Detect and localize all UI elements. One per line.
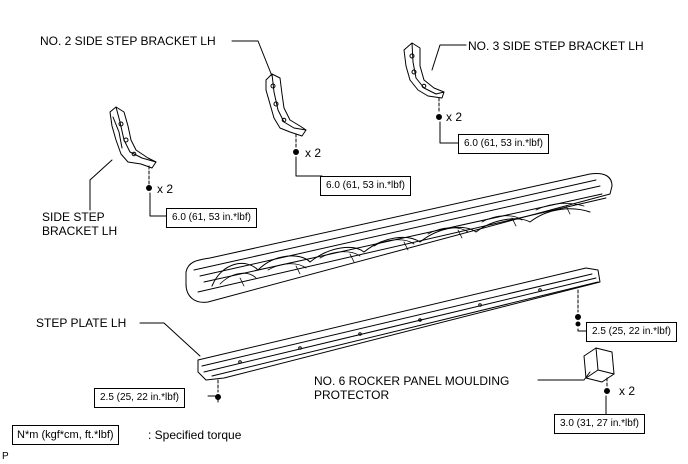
label-no3-side-step-bracket: NO. 3 SIDE STEP BRACKET LH (468, 39, 644, 53)
qty-side: x 2 (157, 182, 174, 196)
qty-no3: x 2 (446, 110, 463, 124)
qty-no2: x 2 (305, 146, 322, 160)
step-plate-lh-part (197, 267, 601, 400)
torque-box-plate-left: 2.5 (25, 22 in.*lbf) (94, 388, 185, 408)
torque-box-rocker: 3.0 (31, 27 in.*lbf) (554, 414, 645, 434)
torque-box-no3: 6.0 (61, 53 in.*lbf) (458, 134, 549, 154)
no2-side-step-bracket-lh-part (265, 73, 307, 155)
legend-unit-box: N*m (kgf*cm, ft.*lbf) (12, 425, 119, 445)
label-rocker-protector-line1: NO. 6 ROCKER PANEL MOULDING (314, 374, 510, 388)
side-step-bracket-lh-part (109, 106, 157, 191)
label-no2-side-step-bracket: NO. 2 SIDE STEP BRACKET LH (40, 34, 216, 48)
qty-rocker: x 2 (619, 384, 636, 398)
label-rocker-protector-line2: PROTECTOR (314, 388, 390, 402)
rocker-panel-moulding-protector-part (583, 347, 615, 394)
page-marker: P (2, 451, 9, 462)
label-side-step-bracket-line2: BRACKET LH (42, 224, 118, 238)
torque-box-plate-right: 2.5 (25, 22 in.*lbf) (586, 322, 677, 342)
torque-box-no2: 6.0 (61, 53 in.*lbf) (320, 176, 411, 196)
label-step-plate: STEP PLATE LH (36, 316, 127, 330)
torque-box-side: 6.0 (61, 53 in.*lbf) (166, 208, 257, 228)
no3-side-step-bracket-lh-part (403, 42, 445, 120)
running-board-part (185, 173, 613, 303)
legend-meaning: : Specified torque (148, 428, 242, 442)
label-side-step-bracket-line1: SIDE STEP (42, 210, 105, 224)
